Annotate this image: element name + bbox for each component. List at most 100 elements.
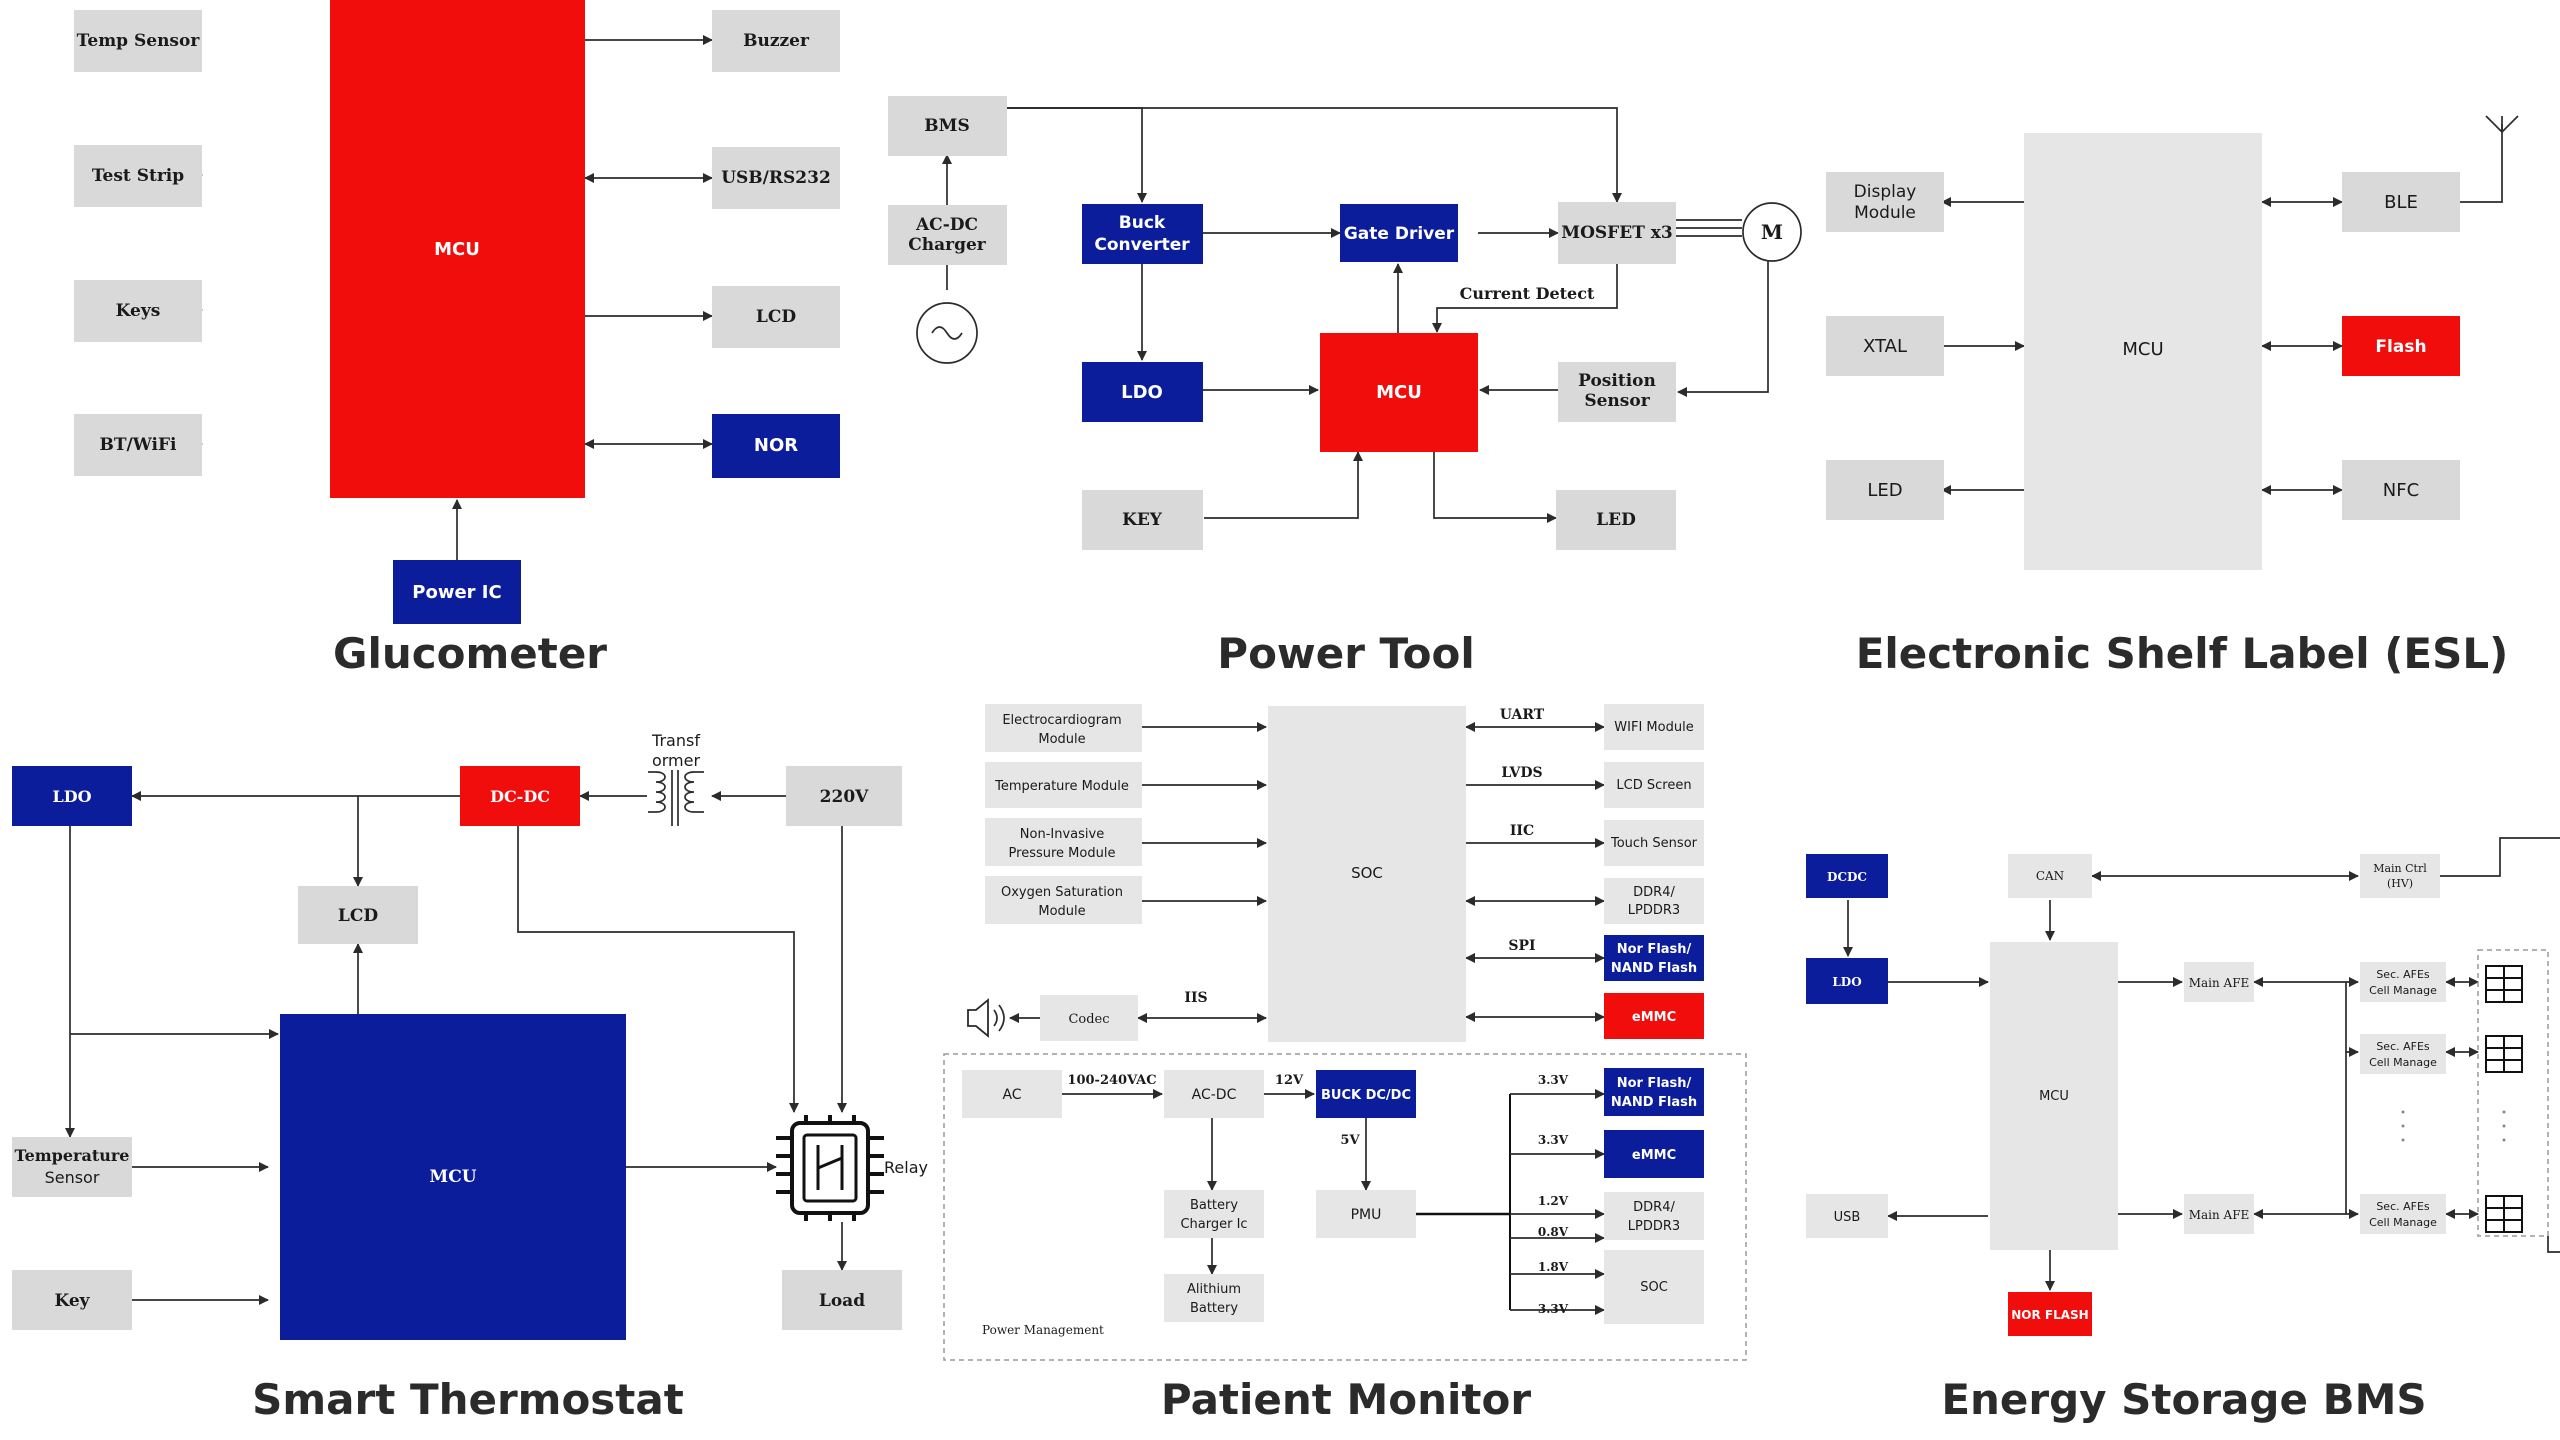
pm-wifi-block	[1604, 704, 1704, 750]
pm-1v8-label: 1.8V	[1538, 1260, 1569, 1274]
power-tool-position-sensor-block	[1558, 362, 1676, 422]
pm-power-management-region	[943, 1053, 1747, 1361]
esl-xtal-label: XTAL	[1863, 336, 1907, 357]
power-tool-diagram: BMS AC-DC Charger Buck Converter Gate Dr…	[888, 96, 1802, 678]
esl-mcu-label: MCU	[2122, 339, 2163, 360]
patient-monitor-title: Patient Monitor	[1161, 1375, 1531, 1424]
ellipsis-dots	[2401, 1110, 2506, 1142]
bms-title: Energy Storage BMS	[1941, 1375, 2426, 1424]
thermostat-temp-label-2: Sensor	[45, 1168, 100, 1187]
glucometer-nor-block	[712, 414, 840, 478]
esl-display-label-1: Display	[1854, 182, 1917, 202]
esl-ble-block	[2342, 172, 2460, 232]
esl-flash-label: Flash	[2375, 337, 2426, 357]
power-tool-led-block	[1556, 490, 1676, 550]
pm-pmu-label: PMU	[1351, 1207, 1382, 1223]
bms-main-afe-2-block	[2184, 1194, 2254, 1234]
pm-spo2-label-2: Module	[1038, 904, 1085, 919]
power-tool-title: Power Tool	[1217, 629, 1474, 678]
bms-sec-afe-b-block	[2360, 1034, 2446, 1074]
power-tool-current-detect-label: Current Detect	[1460, 284, 1595, 303]
glucometer-usb-rs232-label: USB/RS232	[721, 168, 831, 188]
pm-pm-nor-block	[1604, 1068, 1704, 1116]
pm-0v8-label: 0.8V	[1538, 1225, 1569, 1239]
power-tool-ldo-block	[1082, 362, 1203, 422]
bms-ldo-label: LDO	[1832, 975, 1861, 989]
esl-mcu-block	[2024, 133, 2262, 570]
pm-3v3c-label: 3.3V	[1538, 1302, 1569, 1316]
bms-main-ctrl-block	[2360, 854, 2440, 898]
power-tool-position-label-2: Sensor	[1584, 391, 1650, 411]
pm-touch-block	[1604, 820, 1704, 866]
pm-nor-label-1: Nor Flash/	[1617, 942, 1692, 957]
bms-can-block	[2008, 854, 2092, 898]
pm-iis-label: IIS	[1184, 990, 1207, 1006]
thermostat-load-block	[782, 1270, 902, 1330]
pm-battery-charger-block	[1164, 1190, 1264, 1238]
power-tool-gate-driver-label: Gate Driver	[1344, 224, 1455, 244]
power-tool-bms-block	[888, 96, 1007, 156]
pm-wifi-label: WIFI Module	[1614, 720, 1693, 735]
power-tool-position-label-1: Position	[1578, 371, 1656, 391]
pm-pm-nor-label-1: Nor Flash/	[1617, 1076, 1692, 1091]
pm-ac-label: AC	[1002, 1087, 1021, 1103]
pm-codec-label: Codec	[1068, 1012, 1109, 1027]
pm-uart-label: UART	[1500, 707, 1545, 723]
pm-temp-module-label: Temperature Module	[994, 779, 1129, 794]
bms-sec-afe-a-label-2: Cell Manage	[2369, 984, 2437, 997]
pm-pmu-block	[1316, 1190, 1416, 1238]
glucometer-temp-sensor-block	[74, 10, 202, 72]
esl-led-label: LED	[1867, 480, 1902, 501]
battery-cell-grid-icon	[2485, 1035, 2523, 1073]
pm-soc-label: SOC	[1351, 864, 1383, 882]
glucometer-buzzer-block	[712, 10, 840, 72]
pm-pm-soc-block	[1604, 1250, 1704, 1324]
pm-nor-label-2: NAND Flash	[1611, 961, 1697, 976]
glucometer-title: Glucometer	[333, 629, 607, 678]
pm-ecg-label-2: Module	[1038, 732, 1085, 747]
pm-soc-block	[1268, 706, 1466, 1042]
glucometer-lcd-label: LCD	[756, 307, 796, 327]
esl-display-block	[1826, 172, 1944, 232]
bms-main-ctrl-label-1: Main Ctrl	[2373, 862, 2427, 875]
pm-power-management-label: Power Management	[982, 1323, 1104, 1337]
thermostat-mcu-block	[280, 1014, 626, 1340]
pm-nor-block	[1604, 935, 1704, 981]
sine-wave-icon	[931, 326, 963, 340]
pm-battery-label-2: Battery	[1190, 1301, 1238, 1316]
bms-main-afe-1-block	[2184, 962, 2254, 1002]
thermostat-220v-label: 220V	[820, 787, 869, 807]
glucometer-power-ic-label: Power IC	[412, 582, 501, 603]
glucometer-power-ic-block	[393, 560, 521, 624]
motor-icon	[1742, 202, 1802, 262]
transformer-icon	[648, 770, 704, 826]
pm-acdc-block	[1164, 1070, 1264, 1118]
pm-temp-module-block	[985, 762, 1142, 808]
pm-nibp-label-1: Non-Invasive	[1020, 827, 1104, 842]
power-tool-buck-label-2: Converter	[1094, 235, 1190, 255]
pm-touch-label: Touch Sensor	[1610, 836, 1698, 851]
glucometer-bt-wifi-block	[74, 414, 202, 476]
power-tool-mcu-block	[1320, 333, 1478, 452]
power-tool-mosfet-block	[1558, 202, 1676, 264]
battery-cell-grid-icon	[2485, 1195, 2523, 1233]
pm-pm-emmc-block	[1604, 1130, 1704, 1178]
power-tool-motor-label: M	[1761, 220, 1783, 244]
power-tool-buck-block	[1082, 204, 1203, 264]
esl-display-label-2: Module	[1854, 203, 1916, 223]
pm-ddr-label-2: LPDDR3	[1628, 903, 1680, 918]
pm-lcd-block	[1604, 762, 1704, 808]
power-tool-acdc-label-2: Charger	[908, 235, 987, 255]
bms-sec-afe-b-label-1: Sec. AFEs	[2376, 1040, 2430, 1053]
esl-nfc-label: NFC	[2383, 480, 2419, 501]
glucometer-buzzer-label: Buzzer	[743, 31, 810, 51]
bms-sec-afe-a-label-1: Sec. AFEs	[2376, 968, 2430, 981]
esl-xtal-block	[1826, 316, 1944, 376]
esl-ble-label: BLE	[2384, 192, 2418, 213]
thermostat-load-label: Load	[819, 1291, 865, 1311]
bms-can-label: CAN	[2036, 869, 2064, 883]
pm-ecg-block	[985, 704, 1142, 752]
thermostat-ldo-block	[12, 766, 132, 826]
thermostat-lcd-block	[298, 886, 418, 944]
